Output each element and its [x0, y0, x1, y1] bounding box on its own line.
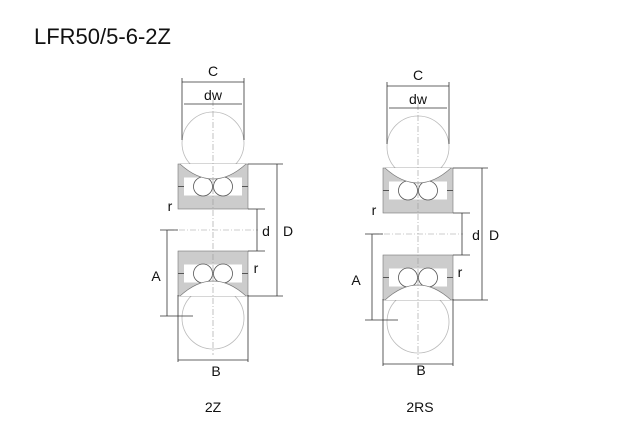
label-r-upper: r — [371, 202, 377, 218]
label-d: d — [262, 223, 270, 239]
ball-icon — [418, 267, 438, 288]
ball-icon — [418, 180, 438, 201]
label-D: D — [282, 223, 294, 239]
label-C: C — [412, 67, 424, 83]
label-d: d — [472, 227, 480, 243]
label-B: B — [211, 363, 221, 379]
label-D: D — [488, 227, 500, 243]
ball-icon — [193, 176, 213, 197]
ball-icon — [213, 263, 233, 284]
label-A: A — [151, 268, 161, 284]
ball-icon — [398, 180, 418, 201]
label-r-lower: r — [457, 264, 463, 280]
drawing-caption-2rs: 2RS — [406, 399, 434, 415]
ball-icon — [213, 176, 233, 197]
label-B: B — [416, 362, 426, 378]
label-r-lower: r — [253, 260, 259, 276]
label-r-upper: r — [167, 198, 173, 214]
drawing-caption-2z: 2Z — [204, 399, 222, 415]
ball-icon — [398, 267, 418, 288]
page-title: LFR50/5-6-2Z — [34, 24, 171, 49]
label-C: C — [207, 63, 219, 79]
label-A: A — [351, 272, 361, 288]
label-dw: dw — [204, 87, 222, 103]
ball-icon — [193, 263, 213, 284]
label-dw: dw — [409, 91, 427, 107]
